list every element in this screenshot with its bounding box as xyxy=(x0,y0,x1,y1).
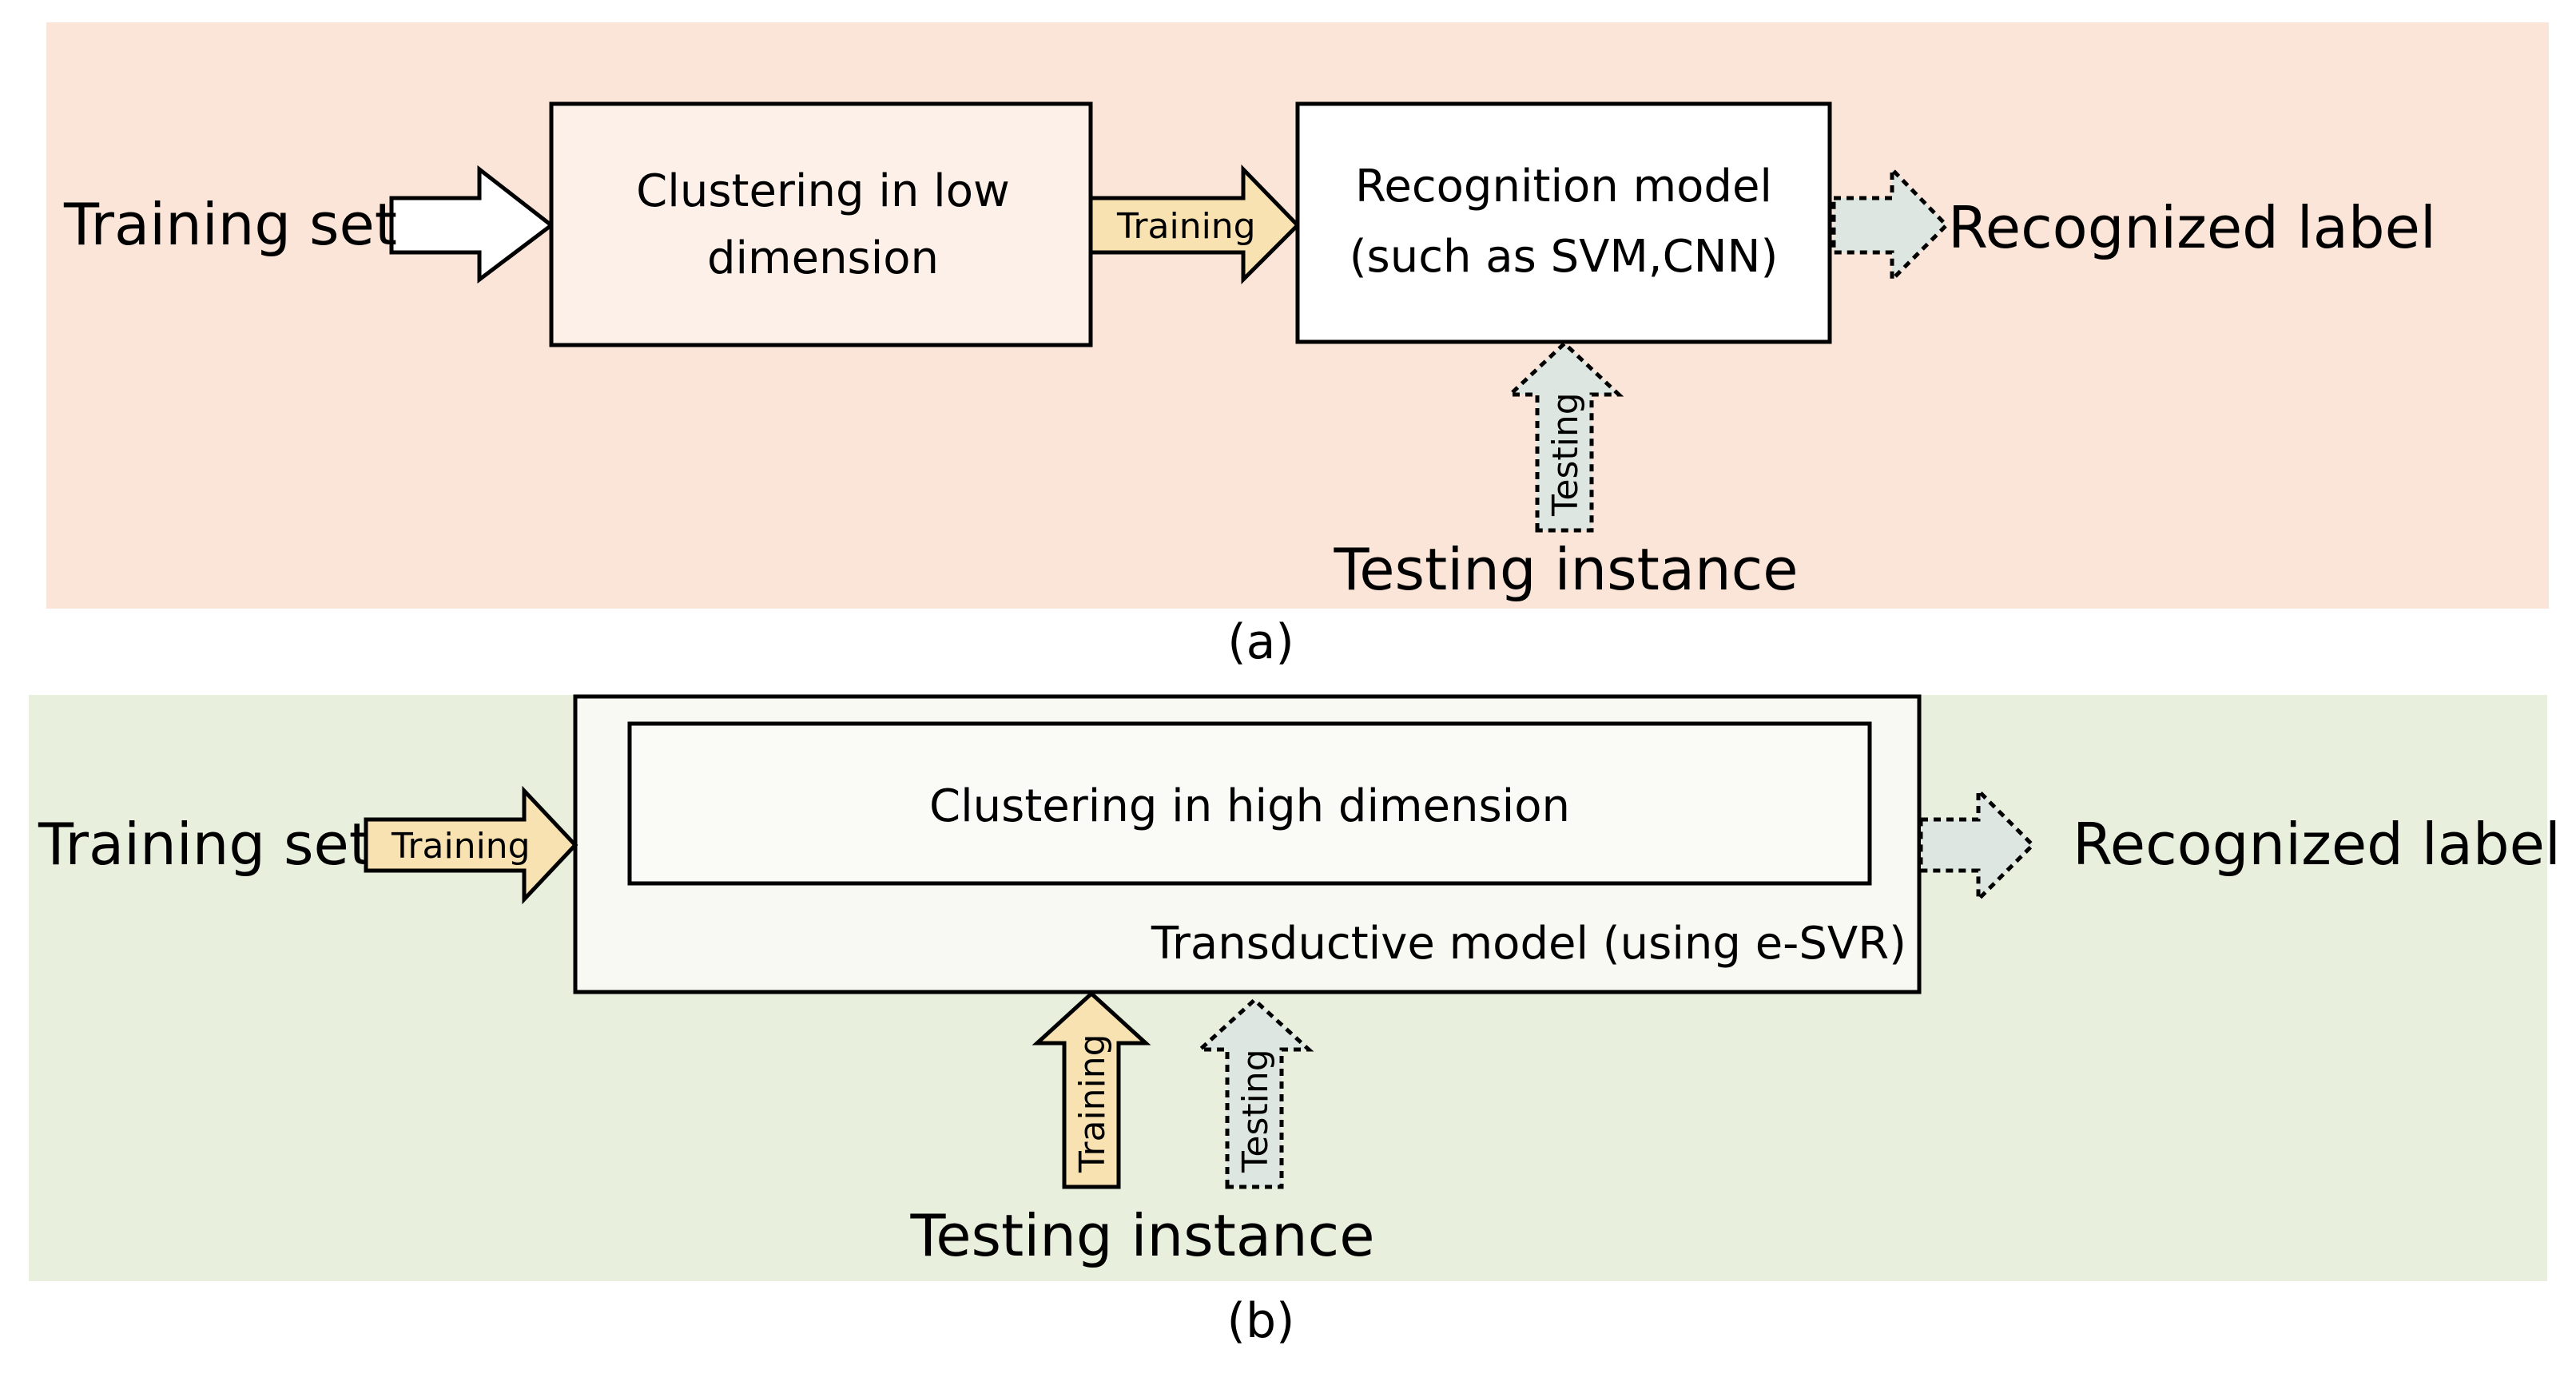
panel-b-clustering-box xyxy=(627,721,1872,886)
panel-b-training-arrow-label: Training xyxy=(391,826,531,867)
panel-a-clustering-box-line1: Clustering in low xyxy=(636,165,1010,217)
panel-b-transductive-model-label: Transductive model (using e-SVR) xyxy=(1151,918,1906,970)
panel-a-clustering-box-line2: dimension xyxy=(707,232,939,284)
panel-b-bottom-training-arrow-label: Training xyxy=(1072,1034,1113,1173)
panel-b-bottom-training-arrow xyxy=(1032,990,1151,1189)
panel-b-training-arrow xyxy=(364,785,578,905)
panel-a-recognition-model-box xyxy=(1295,101,1832,344)
panel-a-recognition-model-line1: Recognition model xyxy=(1355,161,1772,212)
panel-a-output-arrow xyxy=(1831,164,1950,285)
panel-a-clustering-box xyxy=(549,101,1093,347)
panel-b-output-arrow xyxy=(1918,785,2036,905)
panel-a-recognized-label: Recognized label xyxy=(1948,194,2436,261)
panel-b-recognized-label: Recognized label xyxy=(2073,811,2561,878)
panel-a-testing-arrow-label: Testing xyxy=(1545,392,1586,517)
panel-b-training-set-label: Training set xyxy=(38,811,372,878)
panel-b-testing-instance-label: Testing instance xyxy=(909,1202,1374,1269)
panel-a-recognition-model-line2: (such as SVM,CNN) xyxy=(1350,231,1779,283)
panel-a-testing-instance-label: Testing instance xyxy=(1333,536,1798,603)
panel-a-testing-arrow xyxy=(1505,340,1624,533)
panel-a-training-set-label: Training set xyxy=(63,191,397,258)
panel-a-training-arrow xyxy=(1088,164,1301,285)
panel-b-caption: (b) xyxy=(1227,1293,1295,1349)
panel-a-input-arrow xyxy=(389,165,555,284)
panel-b-bottom-testing-arrow xyxy=(1195,997,1314,1189)
panel-a-caption: (a) xyxy=(1227,614,1294,670)
panel-a-training-arrow-label: Training xyxy=(1116,206,1256,247)
panel-b-clustering-box-label: Clustering in high dimension xyxy=(929,780,1570,832)
panel-b-bottom-testing-arrow-label: Testing xyxy=(1235,1049,1276,1173)
